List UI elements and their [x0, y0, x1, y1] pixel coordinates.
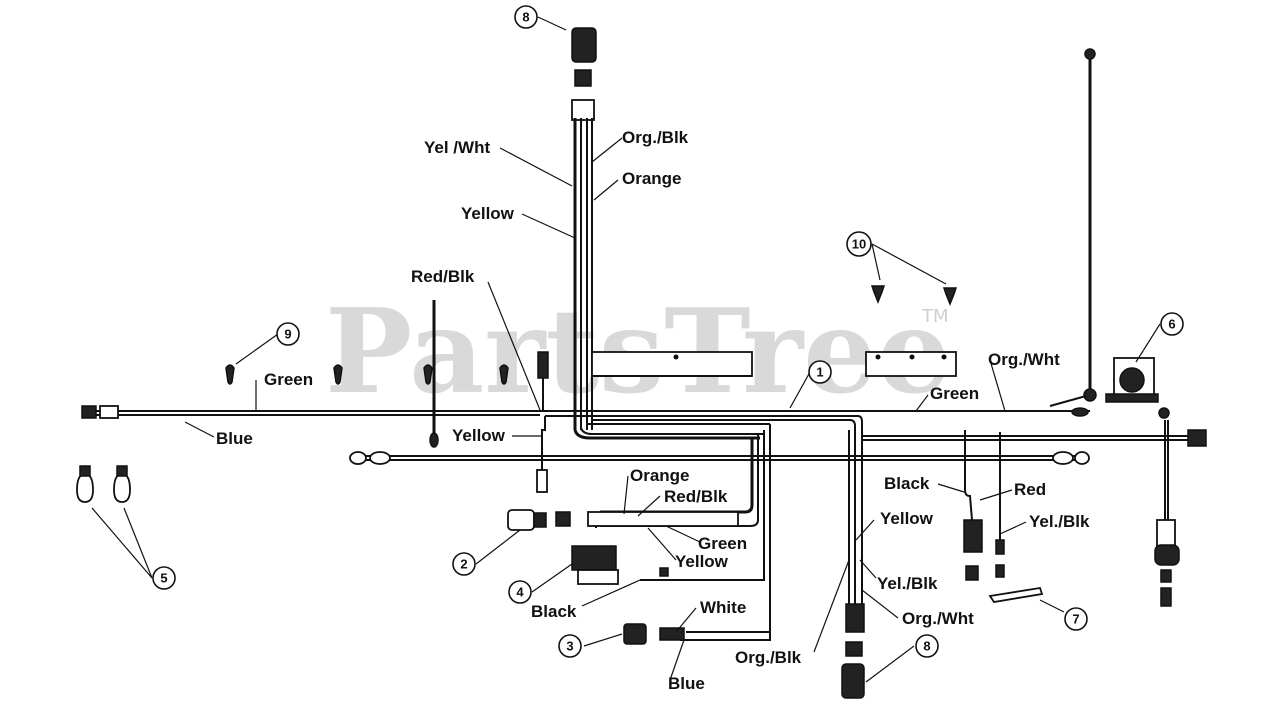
label-org-wht-center: Org./Wht [902, 609, 974, 628]
label-yel-blk-right: Yel./Blk [1029, 512, 1090, 531]
callout-9: 9 [276, 322, 300, 346]
svg-text:5: 5 [160, 571, 167, 586]
bracket-left [591, 351, 753, 377]
yellow-branch-wire [541, 416, 546, 470]
label-yel-wht-top: Yel /Wht [424, 138, 490, 157]
label-yellow-right: Yellow [880, 509, 934, 528]
callout-8-top: 8 [514, 5, 538, 29]
label-green-mid: Green [698, 534, 747, 553]
label-red-blk-left: Red/Blk [411, 267, 475, 286]
red-blk-connector [537, 351, 549, 379]
callout-2: 2 [452, 552, 476, 576]
connector-block [587, 511, 739, 527]
label-black-right: Black [884, 474, 930, 493]
callout-5: 5 [152, 566, 176, 590]
label-red-right: Red [1014, 480, 1046, 499]
label-green-left: Green [264, 370, 313, 389]
black-connector [963, 519, 983, 553]
callout-1: 1 [808, 360, 832, 384]
module-4 [571, 545, 669, 585]
wire-labels: Yel /Wht Org./Blk Orange Yellow Red/Blk … [216, 128, 1090, 693]
svg-text:8: 8 [923, 639, 930, 654]
fastener-icons [870, 285, 958, 307]
label-yellow-top: Yellow [461, 204, 515, 223]
connector-8-bottom [841, 603, 865, 699]
watermark-trademark: TM [921, 306, 949, 327]
svg-text:6: 6 [1168, 317, 1175, 332]
right-switch-assembly [1154, 407, 1180, 607]
svg-text:7: 7 [1072, 612, 1079, 627]
switch-2 [507, 509, 571, 531]
bulbs-5 [76, 465, 131, 503]
label-white-low: White [700, 598, 746, 617]
connector-8-top [571, 27, 597, 87]
module-6 [1105, 357, 1159, 403]
label-black-low: Black [531, 602, 577, 621]
label-red-blk-mid: Red/Blk [664, 487, 728, 506]
callout-10: 10 [846, 231, 872, 257]
svg-text:4: 4 [516, 585, 524, 600]
callouts: 1 2 3 4 5 6 7 8 [152, 5, 1184, 658]
label-yellow-low: Yellow [675, 552, 729, 571]
label-blue-low: Blue [668, 674, 705, 693]
clip-icons [225, 364, 509, 385]
label-yel-blk-center: Yel./Blk [877, 574, 938, 593]
svg-text:9: 9 [284, 327, 291, 342]
main-harness [81, 99, 1207, 641]
label-org-blk-low: Org./Blk [735, 648, 802, 667]
svg-text:10: 10 [852, 237, 866, 252]
label-orange-mid: Orange [630, 466, 690, 485]
svg-text:3: 3 [566, 639, 573, 654]
svg-text:2: 2 [460, 557, 467, 572]
callout-7: 7 [1064, 607, 1088, 631]
callout-3: 3 [558, 634, 582, 658]
callout-8-bottom: 8 [915, 634, 939, 658]
label-org-wht-right: Org./Wht [988, 350, 1060, 369]
callout-4: 4 [508, 580, 532, 604]
label-orange-top: Orange [622, 169, 682, 188]
svg-text:1: 1 [816, 365, 823, 380]
label-blue-left: Blue [216, 429, 253, 448]
label-green-right: Green [930, 384, 979, 403]
label-yellow-mid: Yellow [452, 426, 506, 445]
label-org-blk-top: Org./Blk [622, 128, 689, 147]
yellow-branch-connector [536, 469, 548, 493]
lever-7 [988, 586, 1044, 603]
svg-text:8: 8 [522, 10, 529, 25]
switch-3 [623, 623, 685, 645]
leader-lines [91, 16, 1161, 683]
callout-6: 6 [1160, 312, 1184, 336]
